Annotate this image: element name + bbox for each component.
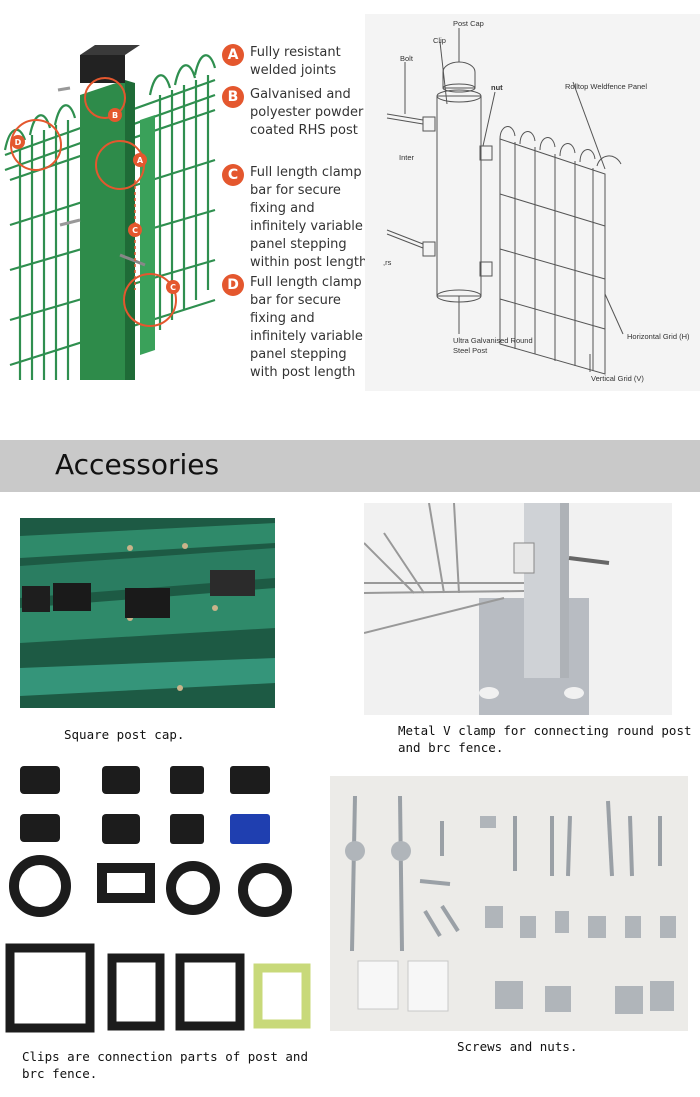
caption-square-cap: Square post cap.: [64, 727, 185, 742]
fence-illustration: B A C C D A Fully resistant welded joint…: [0, 0, 367, 390]
feature-text-b: Galvanised and polyester powder coated R…: [250, 87, 364, 138]
callout-c2: C: [170, 283, 176, 292]
label-bolt: Bolt: [400, 54, 413, 63]
feature-badge-c: C: [222, 164, 244, 186]
label-post-cap: Post Cap: [453, 19, 484, 28]
callout-d: D: [15, 138, 22, 147]
feature-text-c: Full length clamp bar for secure fixing …: [250, 165, 368, 270]
feature-badge-b: B: [222, 86, 244, 108]
callout-a: A: [137, 156, 144, 165]
feature-text-d: Full length clamp bar for secure fixing …: [250, 275, 363, 380]
label-vertical-grid: Vertical Grid (V): [591, 374, 644, 383]
caption-clips: Clips are connection parts of post and b…: [22, 1049, 308, 1081]
label-inter: Inter: [399, 153, 415, 162]
square-post-cap-photo: [20, 518, 275, 708]
feature-badge-d: D: [222, 274, 244, 296]
feature-badge-a: A: [222, 44, 244, 66]
label-rolltop-panel: Rolltop Weldfence Panel: [565, 82, 647, 91]
callout-b: B: [112, 111, 118, 120]
v-clamp-photo: [364, 503, 672, 715]
accessories-banner: Accessories: [0, 440, 700, 492]
fence-drawing: B A C C D: [3, 45, 217, 380]
caption-screws: Screws and nuts.: [457, 1039, 578, 1054]
label-rs: ,rs: [383, 258, 392, 267]
feature-text-a: Fully resistant welded joints: [250, 45, 341, 78]
diagram-drawing: [386, 28, 624, 375]
banner-title: Accessories: [55, 448, 220, 481]
label-clip: Clip: [433, 36, 446, 45]
label-nut: nut: [491, 83, 503, 92]
clips-photo: [0, 758, 318, 1048]
label-round-post: Ultra Galvanised Round Steel Post: [453, 336, 533, 355]
post-assembly-diagram: Post Cap Clip Bolt nut Rolltop Weldfence…: [365, 14, 700, 391]
caption-v-clamp: Metal V clamp for connecting round post …: [398, 723, 692, 755]
screws-nuts-photo: [330, 776, 688, 1031]
label-horizontal-grid: Horizontal Grid (H): [627, 332, 690, 341]
callout-c1: C: [132, 226, 138, 235]
